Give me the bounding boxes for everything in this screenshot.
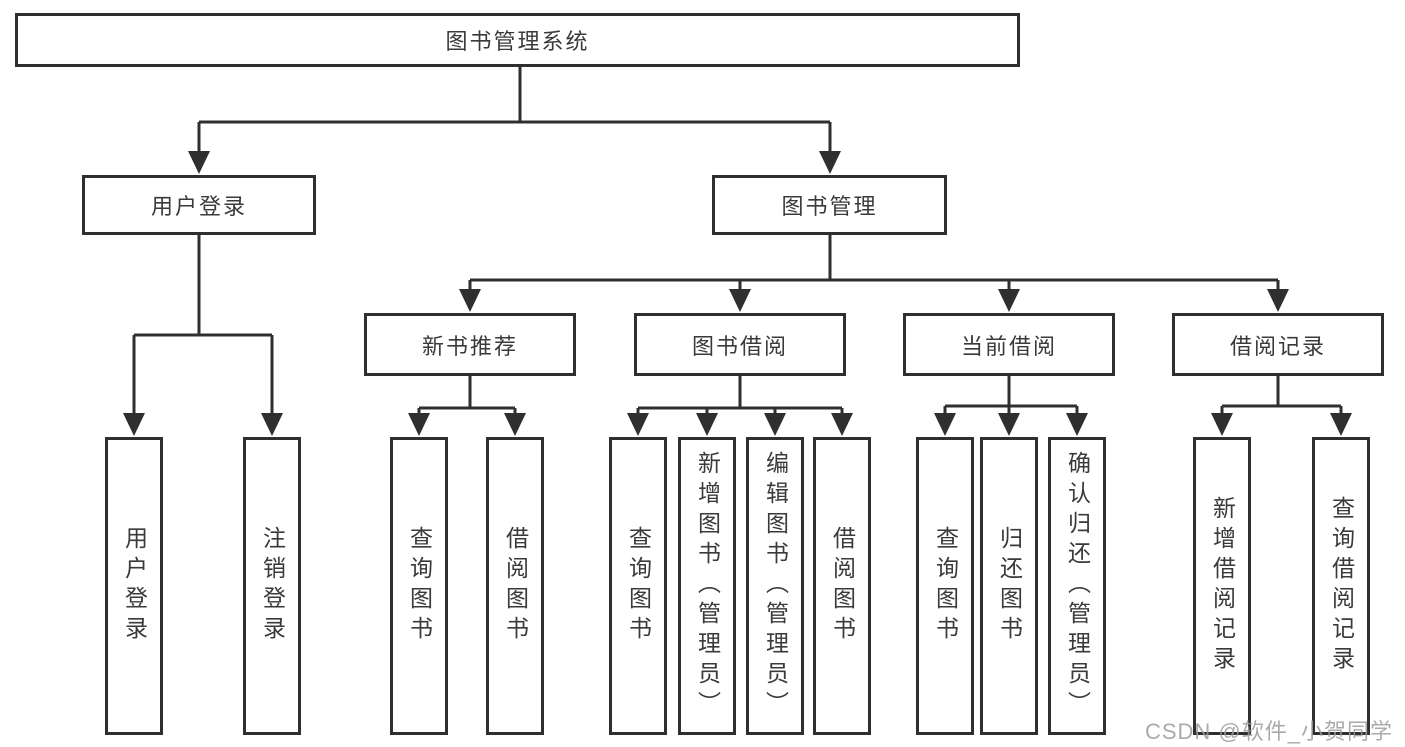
leaf-edit-books-admin: 编辑图书（管理员） <box>746 437 804 735</box>
node-label: 注销登录 <box>259 526 286 646</box>
leaf-borrow-books-recommend: 借阅图书 <box>486 437 544 735</box>
node-label: 借阅图书 <box>502 526 529 646</box>
node-label: 新增借阅记录 <box>1209 496 1236 676</box>
node-label: 图书管理 <box>781 194 878 219</box>
node-user-login: 用户登录 <box>82 175 316 235</box>
node-label: 查询图书 <box>932 526 959 646</box>
node-label: 确认归还（管理员） <box>1064 451 1091 721</box>
arrowhead-group <box>123 151 1352 436</box>
node-label: 用户登录 <box>150 194 247 219</box>
node-new-book-recommendation: 新书推荐 <box>364 313 576 376</box>
leaf-borrow-books: 借阅图书 <box>813 437 871 735</box>
node-label: 图书管理系统 <box>445 29 590 54</box>
leaf-return-books: 归还图书 <box>980 437 1038 735</box>
node-label: 归还图书 <box>996 526 1023 646</box>
leaf-confirm-return-admin: 确认归还（管理员） <box>1048 437 1106 735</box>
leaf-user-login: 用户登录 <box>105 437 163 735</box>
node-label: 当前借阅 <box>960 333 1057 359</box>
node-label: 查询借阅记录 <box>1328 496 1355 676</box>
node-label: 图书借阅 <box>691 333 788 359</box>
node-root-library-management-system: 图书管理系统 <box>15 13 1020 67</box>
leaf-query-books-current: 查询图书 <box>916 437 974 735</box>
node-label: 新增图书（管理员） <box>694 451 721 721</box>
node-label: 用户登录 <box>121 526 148 646</box>
node-label: 查询图书 <box>625 526 652 646</box>
node-book-management: 图书管理 <box>712 175 947 235</box>
csdn-watermark: CSDN @软件_小贺同学 <box>1144 719 1393 744</box>
node-label: 借阅记录 <box>1229 333 1326 359</box>
leaf-add-books-admin: 新增图书（管理员） <box>678 437 736 735</box>
leaf-query-books-borrowing: 查询图书 <box>609 437 667 735</box>
leaf-query-borrow-record: 查询借阅记录 <box>1312 437 1370 735</box>
node-label: 新书推荐 <box>421 333 518 359</box>
leaf-logout: 注销登录 <box>243 437 301 735</box>
node-current-borrowing: 当前借阅 <box>903 313 1115 376</box>
leaf-query-books-recommend: 查询图书 <box>390 437 448 735</box>
leaf-add-borrow-record: 新增借阅记录 <box>1193 437 1251 735</box>
node-borrowing-records: 借阅记录 <box>1172 313 1384 376</box>
node-book-borrowing: 图书借阅 <box>634 313 846 376</box>
node-label: 查询图书 <box>406 526 433 646</box>
node-label: 编辑图书（管理员） <box>762 451 789 721</box>
node-label: 借阅图书 <box>829 526 856 646</box>
